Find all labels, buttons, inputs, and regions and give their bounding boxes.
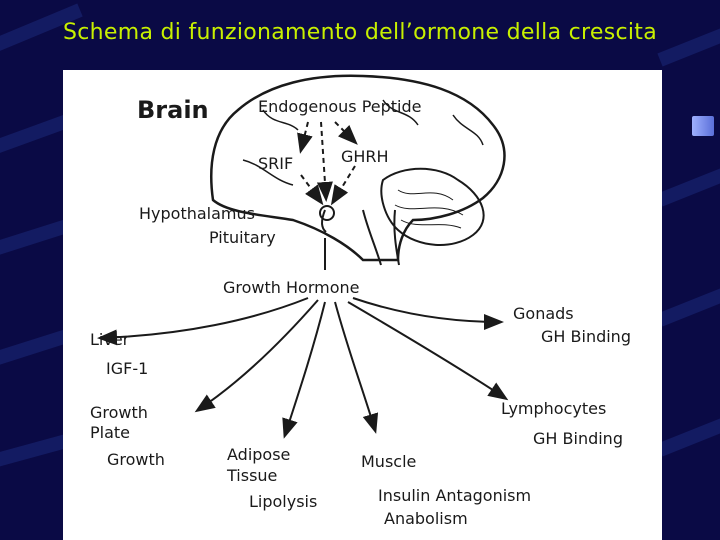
label-endogenous-peptide: Endogenous Peptide — [258, 97, 422, 116]
pituitary-stalk — [321, 209, 327, 233]
diagram-drawing — [97, 74, 509, 439]
arrow-peptide-hypothalamus — [316, 121, 333, 202]
label-growth-hormone: Growth Hormone — [223, 278, 360, 297]
arrow-srif-hypothalamus — [300, 174, 324, 206]
brainstem — [362, 209, 400, 266]
pituitary-gland — [319, 205, 335, 221]
label-adipose-line1: Adipose — [227, 445, 291, 464]
label-growth-plate-line2: Plate — [90, 423, 131, 442]
label-liver: Liver — [90, 330, 130, 349]
label-srif: SRIF — [258, 154, 294, 173]
arrow-ghrh-hypothalamus — [330, 165, 356, 206]
label-insulin-antagonism: Insulin Antagonism — [378, 486, 532, 505]
decorative-chip — [692, 116, 714, 136]
label-ghrh: GHRH — [341, 147, 389, 166]
arrow-to-liver — [97, 297, 309, 346]
label-brain: Brain — [137, 96, 209, 124]
label-adipose-line2: Tissue — [227, 466, 278, 485]
label-gonads-gh-binding: GH Binding — [541, 327, 631, 346]
arrow-to-gonads — [352, 297, 504, 330]
label-igf1: IGF-1 — [106, 359, 149, 378]
slide-title: Schema di funzionamento dell’ormone dell… — [62, 20, 658, 45]
brain-outline — [210, 74, 506, 262]
arrow-peptide-srif — [297, 121, 313, 154]
cerebellum — [380, 167, 485, 246]
label-lymphocytes: Lymphocytes — [501, 399, 607, 418]
arrow-to-adipose — [282, 301, 326, 439]
brain-gyri — [242, 99, 484, 186]
label-muscle: Muscle — [361, 452, 417, 471]
label-growth: Growth — [107, 450, 165, 469]
label-lipolysis: Lipolysis — [249, 492, 318, 511]
arrow-to-growth-plate — [194, 299, 319, 413]
arrow-to-muscle — [334, 301, 379, 434]
cerebellum-texture — [394, 189, 464, 229]
growth-hormone-diagram: Brain Endogenous Peptide SRIF GHRH Hypot… — [63, 70, 662, 540]
arrow-to-lymphocytes — [347, 301, 509, 401]
label-gonads: Gonads — [513, 304, 574, 323]
label-hypothalamus: Hypothalamus — [139, 204, 255, 223]
label-pituitary: Pituitary — [209, 228, 276, 247]
arrow-peptide-ghrh — [334, 121, 358, 145]
label-lymphocytes-gh-binding: GH Binding — [533, 429, 623, 448]
label-anabolism: Anabolism — [384, 509, 468, 528]
label-growth-plate-line1: Growth — [90, 403, 148, 422]
